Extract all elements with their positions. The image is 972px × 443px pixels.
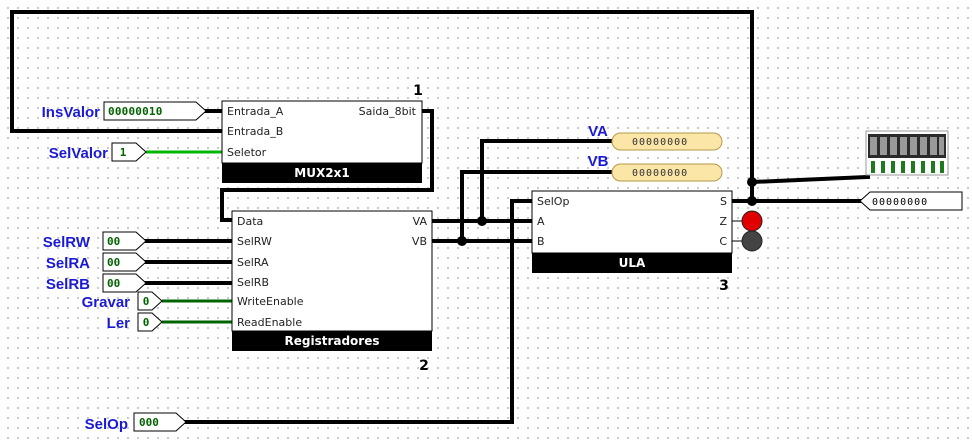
mux-port-seletor: Seletor <box>227 146 267 159</box>
selra-value: 00 <box>107 256 120 269</box>
ula-port-z: Z <box>719 215 727 228</box>
wires <box>10 10 871 424</box>
ler-value: 0 <box>143 316 150 329</box>
ula-port-selop: SelOp <box>537 195 569 208</box>
bar-display <box>865 130 949 176</box>
registradores-component[interactable]: Data SelRW SelRA SelRB WriteEnable ReadE… <box>231 210 433 374</box>
selrw-label: SelRW <box>43 234 91 251</box>
va-label: VA <box>588 123 608 140</box>
wire-selop <box>184 199 534 424</box>
selrb-pin[interactable]: SelRB 00 <box>46 273 147 293</box>
mux-title: MUX2x1 <box>294 166 349 180</box>
reg-port-data: Data <box>237 215 263 228</box>
wire-feedback <box>10 10 754 203</box>
wire-mux-out <box>220 109 434 222</box>
reg-port-selra: SelRA <box>237 256 269 269</box>
z-led <box>741 210 763 232</box>
va-probe: VA 00000000 <box>588 123 723 151</box>
ula-port-c: C <box>719 235 727 248</box>
reg-port-selrw: SelRW <box>237 235 272 248</box>
reg-port-readenable: ReadEnable <box>237 316 302 329</box>
insvalor-label: InsValor <box>42 104 101 121</box>
ula-port-b: B <box>537 235 545 248</box>
ula-port-a: A <box>537 215 545 228</box>
selop-value: 000 <box>139 416 159 429</box>
reg-port-selrb: SelRB <box>237 276 269 289</box>
insvalor-pin[interactable]: InsValor 00000010 <box>42 101 207 121</box>
ula-number: 3 <box>719 278 729 294</box>
gravar-value: 0 <box>143 295 150 308</box>
selrw-value: 00 <box>107 235 120 248</box>
wire-vb-probe <box>460 170 614 243</box>
vb-value: 00000000 <box>632 168 688 179</box>
insvalor-value: 00000010 <box>108 105 163 118</box>
junction-dot <box>457 236 467 246</box>
mux-number: 1 <box>413 83 423 99</box>
selvalor-label: SelValor <box>49 145 108 162</box>
c-led <box>741 230 763 252</box>
ula-title: ULA <box>619 256 646 270</box>
ula-component[interactable]: SelOp A B S Z C ULA 3 <box>531 190 733 294</box>
ler-label: Ler <box>107 315 131 332</box>
mux-port-entrada-a: Entrada_A <box>227 105 284 118</box>
mux-port-entrada-b: Entrada_B <box>227 125 283 138</box>
wire-va-probe <box>480 139 614 223</box>
wire-to-display <box>749 174 871 185</box>
ler-pin[interactable]: Ler 0 <box>107 312 163 332</box>
selra-pin[interactable]: SelRA 00 <box>46 252 147 272</box>
vb-probe: VB 00000000 <box>588 153 723 182</box>
s-output-pin: 00000000 <box>859 191 963 211</box>
selra-label: SelRA <box>46 255 90 272</box>
selrw-pin[interactable]: SelRW 00 <box>43 231 147 251</box>
leds <box>732 210 763 252</box>
reg-port-writeenable: WriteEnable <box>237 295 304 308</box>
junction-dot <box>477 216 487 226</box>
va-value: 00000000 <box>632 137 688 148</box>
mux-component[interactable]: Entrada_A Entrada_B Seletor Saida_8bit M… <box>221 83 423 183</box>
selvalor-value: 1 <box>120 146 127 159</box>
selop-pin[interactable]: SelOp 000 <box>85 412 187 433</box>
gravar-pin[interactable]: Gravar 0 <box>82 291 163 311</box>
vb-label: VB <box>588 153 609 170</box>
reg-title: Registradores <box>284 334 379 348</box>
reg-port-vb: VB <box>412 235 427 248</box>
reg-number: 2 <box>419 358 429 374</box>
reg-port-va: VA <box>413 215 428 228</box>
selop-label: SelOp <box>85 416 128 433</box>
ula-port-s: S <box>720 195 727 208</box>
s-output-value: 00000000 <box>872 197 928 208</box>
junction-dot <box>747 196 757 206</box>
selrb-value: 00 <box>107 277 120 290</box>
mux-port-saida: Saida_8bit <box>359 105 417 118</box>
selrb-label: SelRB <box>46 276 90 293</box>
selvalor-pin[interactable]: SelValor 1 <box>49 142 147 162</box>
junction-dot <box>747 177 757 187</box>
gravar-label: Gravar <box>82 294 131 311</box>
